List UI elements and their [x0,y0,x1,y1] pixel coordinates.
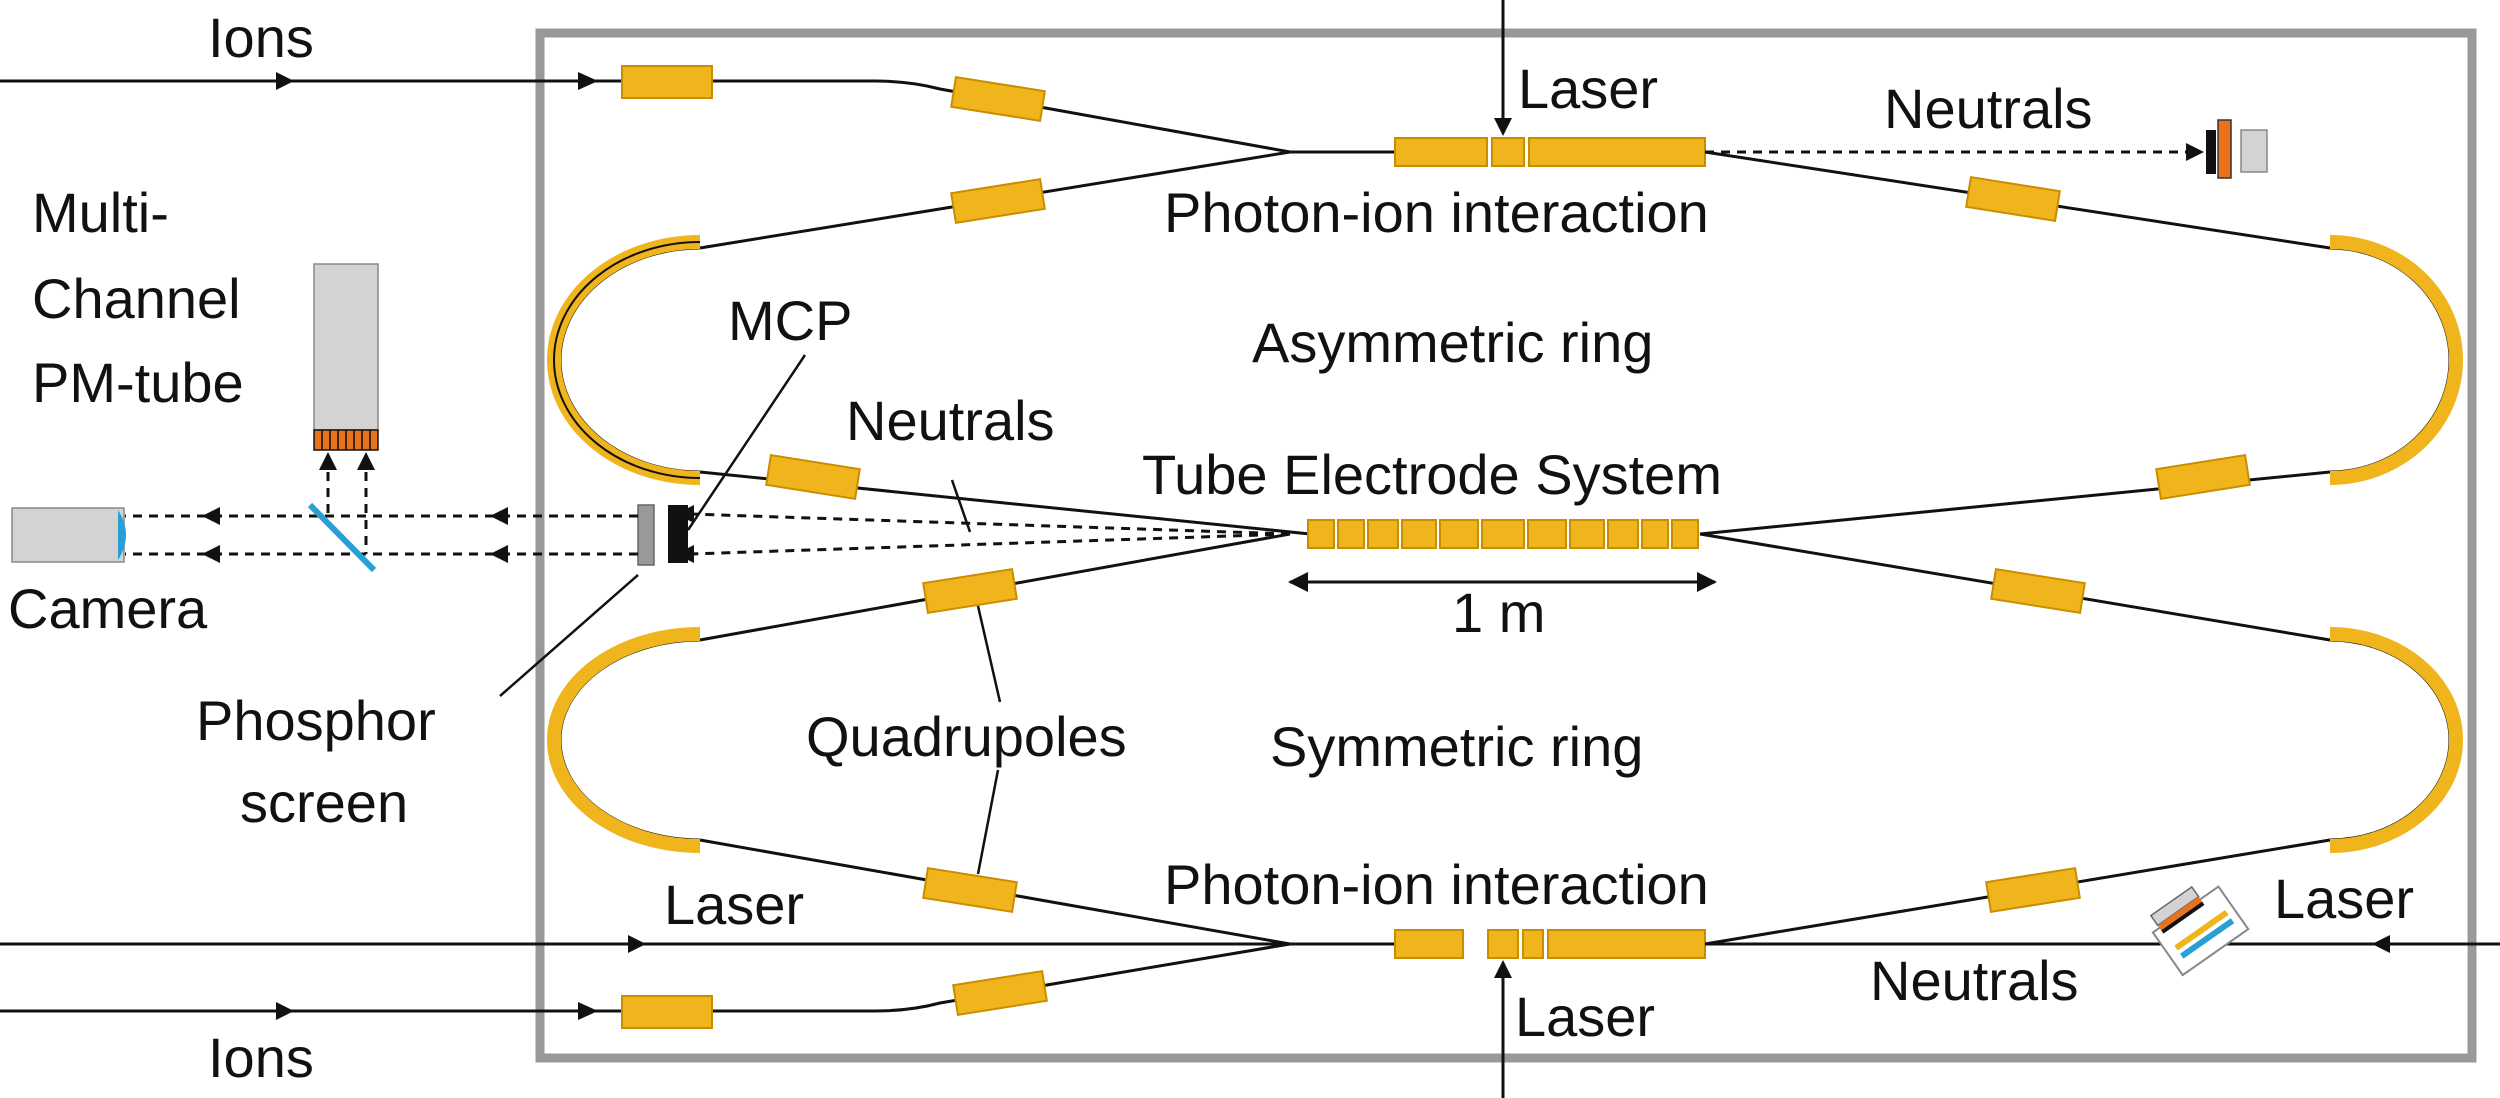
label-neutrals-top: Neutrals [1884,77,2093,140]
phosphor-screen [637,504,655,566]
optical-path-outside [125,456,638,556]
label-laser-top: Laser [1518,57,1658,120]
neutral-detector-top-black [2206,130,2216,174]
quadrupoles-pointer-lower [976,769,1000,875]
scale-bar [1288,572,1717,592]
label-symmetric-ring: Symmetric ring [1270,715,1643,778]
laser-beam-vertical-bottom [1494,960,1512,1098]
bender-bottom-left [547,627,701,853]
label-pm-tube-3: PM-tube [32,351,244,414]
mcp-detector [668,505,688,563]
laser-beam-vertical-top [1494,0,1512,136]
label-quadrupoles: Quadrupoles [806,705,1127,768]
mcp-pointer [686,354,807,531]
neutrals-path-mid [689,512,1291,556]
label-photon-ion-top: Photon-ion interaction [1164,181,1709,244]
camera-body [11,507,125,563]
label-pm-tube-2: Channel [32,267,241,330]
label-asymmetric-ring: Asymmetric ring [1252,311,1653,374]
interaction-region-top [1394,137,1706,167]
neutral-detector-top-orange [2217,119,2232,179]
label-neutrals-bottom: Neutrals [1870,949,2079,1012]
label-ions-top: Ions [208,6,314,69]
pm-tube-body [313,263,379,431]
pm-tube-channel-dividers [321,430,371,450]
label-photon-ion-bottom: Photon-ion interaction [1164,853,1709,916]
neutrals-path-top [1705,119,2268,179]
label-laser-left-bottom: Laser [664,873,804,936]
phosphor-pointer [499,574,639,697]
ion-injection-bottom [0,942,1291,1020]
ion-injection-top [0,72,1291,154]
neutral-detector-top-grey [2240,129,2268,173]
label-camera: Camera [8,577,208,640]
optical-path-arrows [202,452,508,563]
detector-assembly-bottom-right [2149,885,2250,977]
bender-bottom-right [2329,627,2463,853]
bender-top-left [547,235,701,485]
bender-top-right [2329,235,2463,485]
interaction-region-bottom [1394,929,1706,959]
quadrupoles-pointer-upper [976,605,1002,703]
label-ions-bottom: Ions [208,1026,314,1089]
beam-splitter-mirror [307,502,377,573]
label-tube-electrode-system: Tube Electrode System [1142,443,1722,506]
label-one-meter: 1 m [1452,581,1545,644]
label-laser-right-bottom: Laser [2274,867,2414,930]
camera-lens [118,510,126,560]
label-phosphor-2: screen [240,771,408,834]
label-mcp: MCP [728,289,852,352]
label-laser-bottom: Laser [1515,985,1655,1048]
neutrals-mid-pointer [950,479,972,533]
tube-electrode-system [1307,519,1699,549]
label-pm-tube-1: Multi- [32,181,169,244]
bending-electrodes [547,235,2463,853]
label-phosphor-1: Phosphor [196,689,436,752]
label-neutrals-mid: Neutrals [846,389,1055,452]
quadrupoles [621,65,2251,1029]
vacuum-chamber-frame [535,28,2477,1063]
